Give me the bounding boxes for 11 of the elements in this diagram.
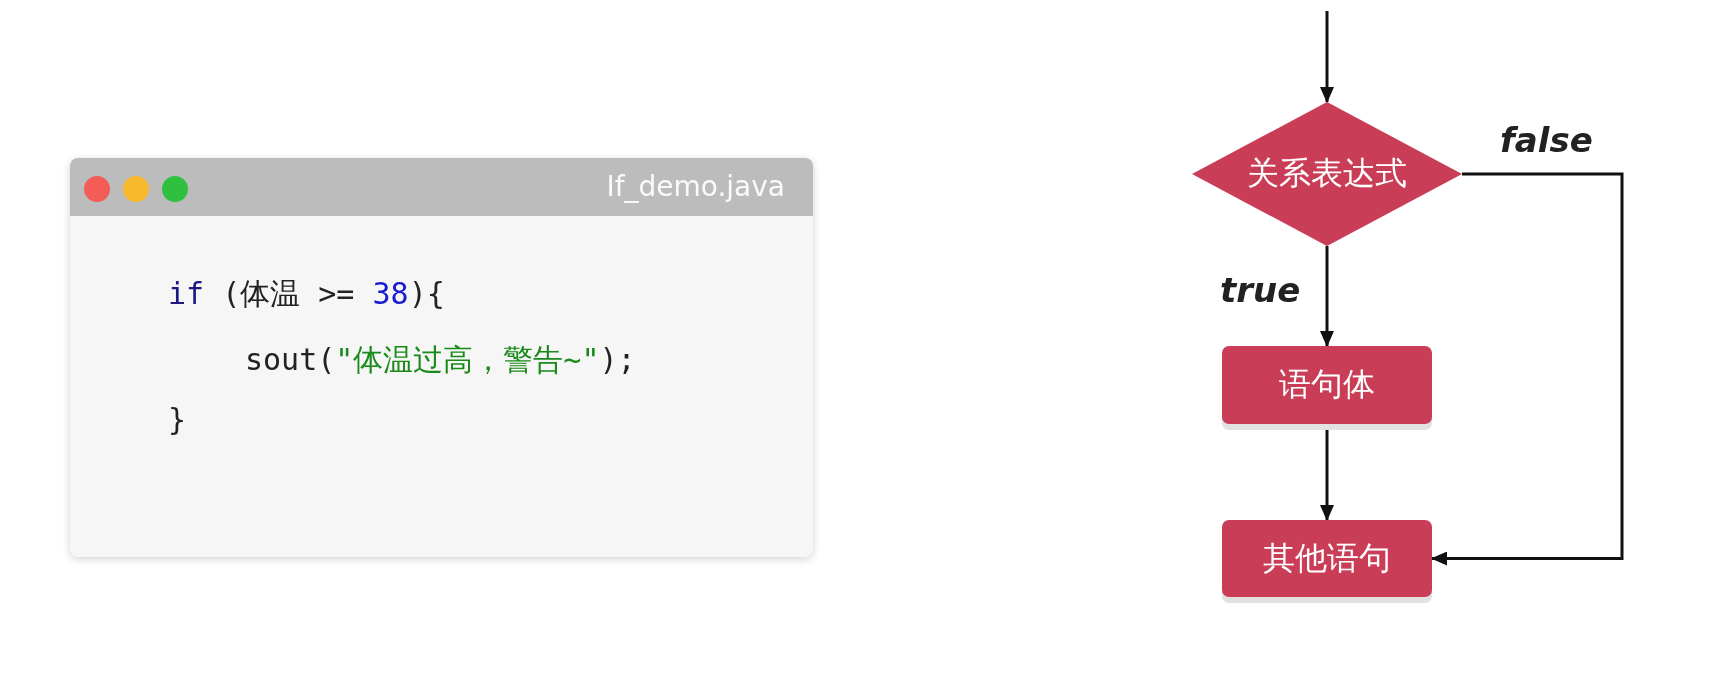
arrow: [1320, 246, 1334, 347]
edge-label: true: [1220, 270, 1301, 310]
arrow: [1431, 172, 1624, 566]
edge-label: false: [1500, 120, 1593, 160]
code-line: sout("体温过高，警告~");: [245, 341, 636, 379]
file-name: If_demo.java: [606, 170, 785, 203]
decision-diamond: 关系表达式: [1192, 102, 1462, 246]
arrow: [1320, 11, 1334, 103]
code-window: [70, 158, 813, 557]
code-line: if (体温 >= 38){: [168, 275, 445, 313]
code-line: }: [168, 402, 187, 437]
